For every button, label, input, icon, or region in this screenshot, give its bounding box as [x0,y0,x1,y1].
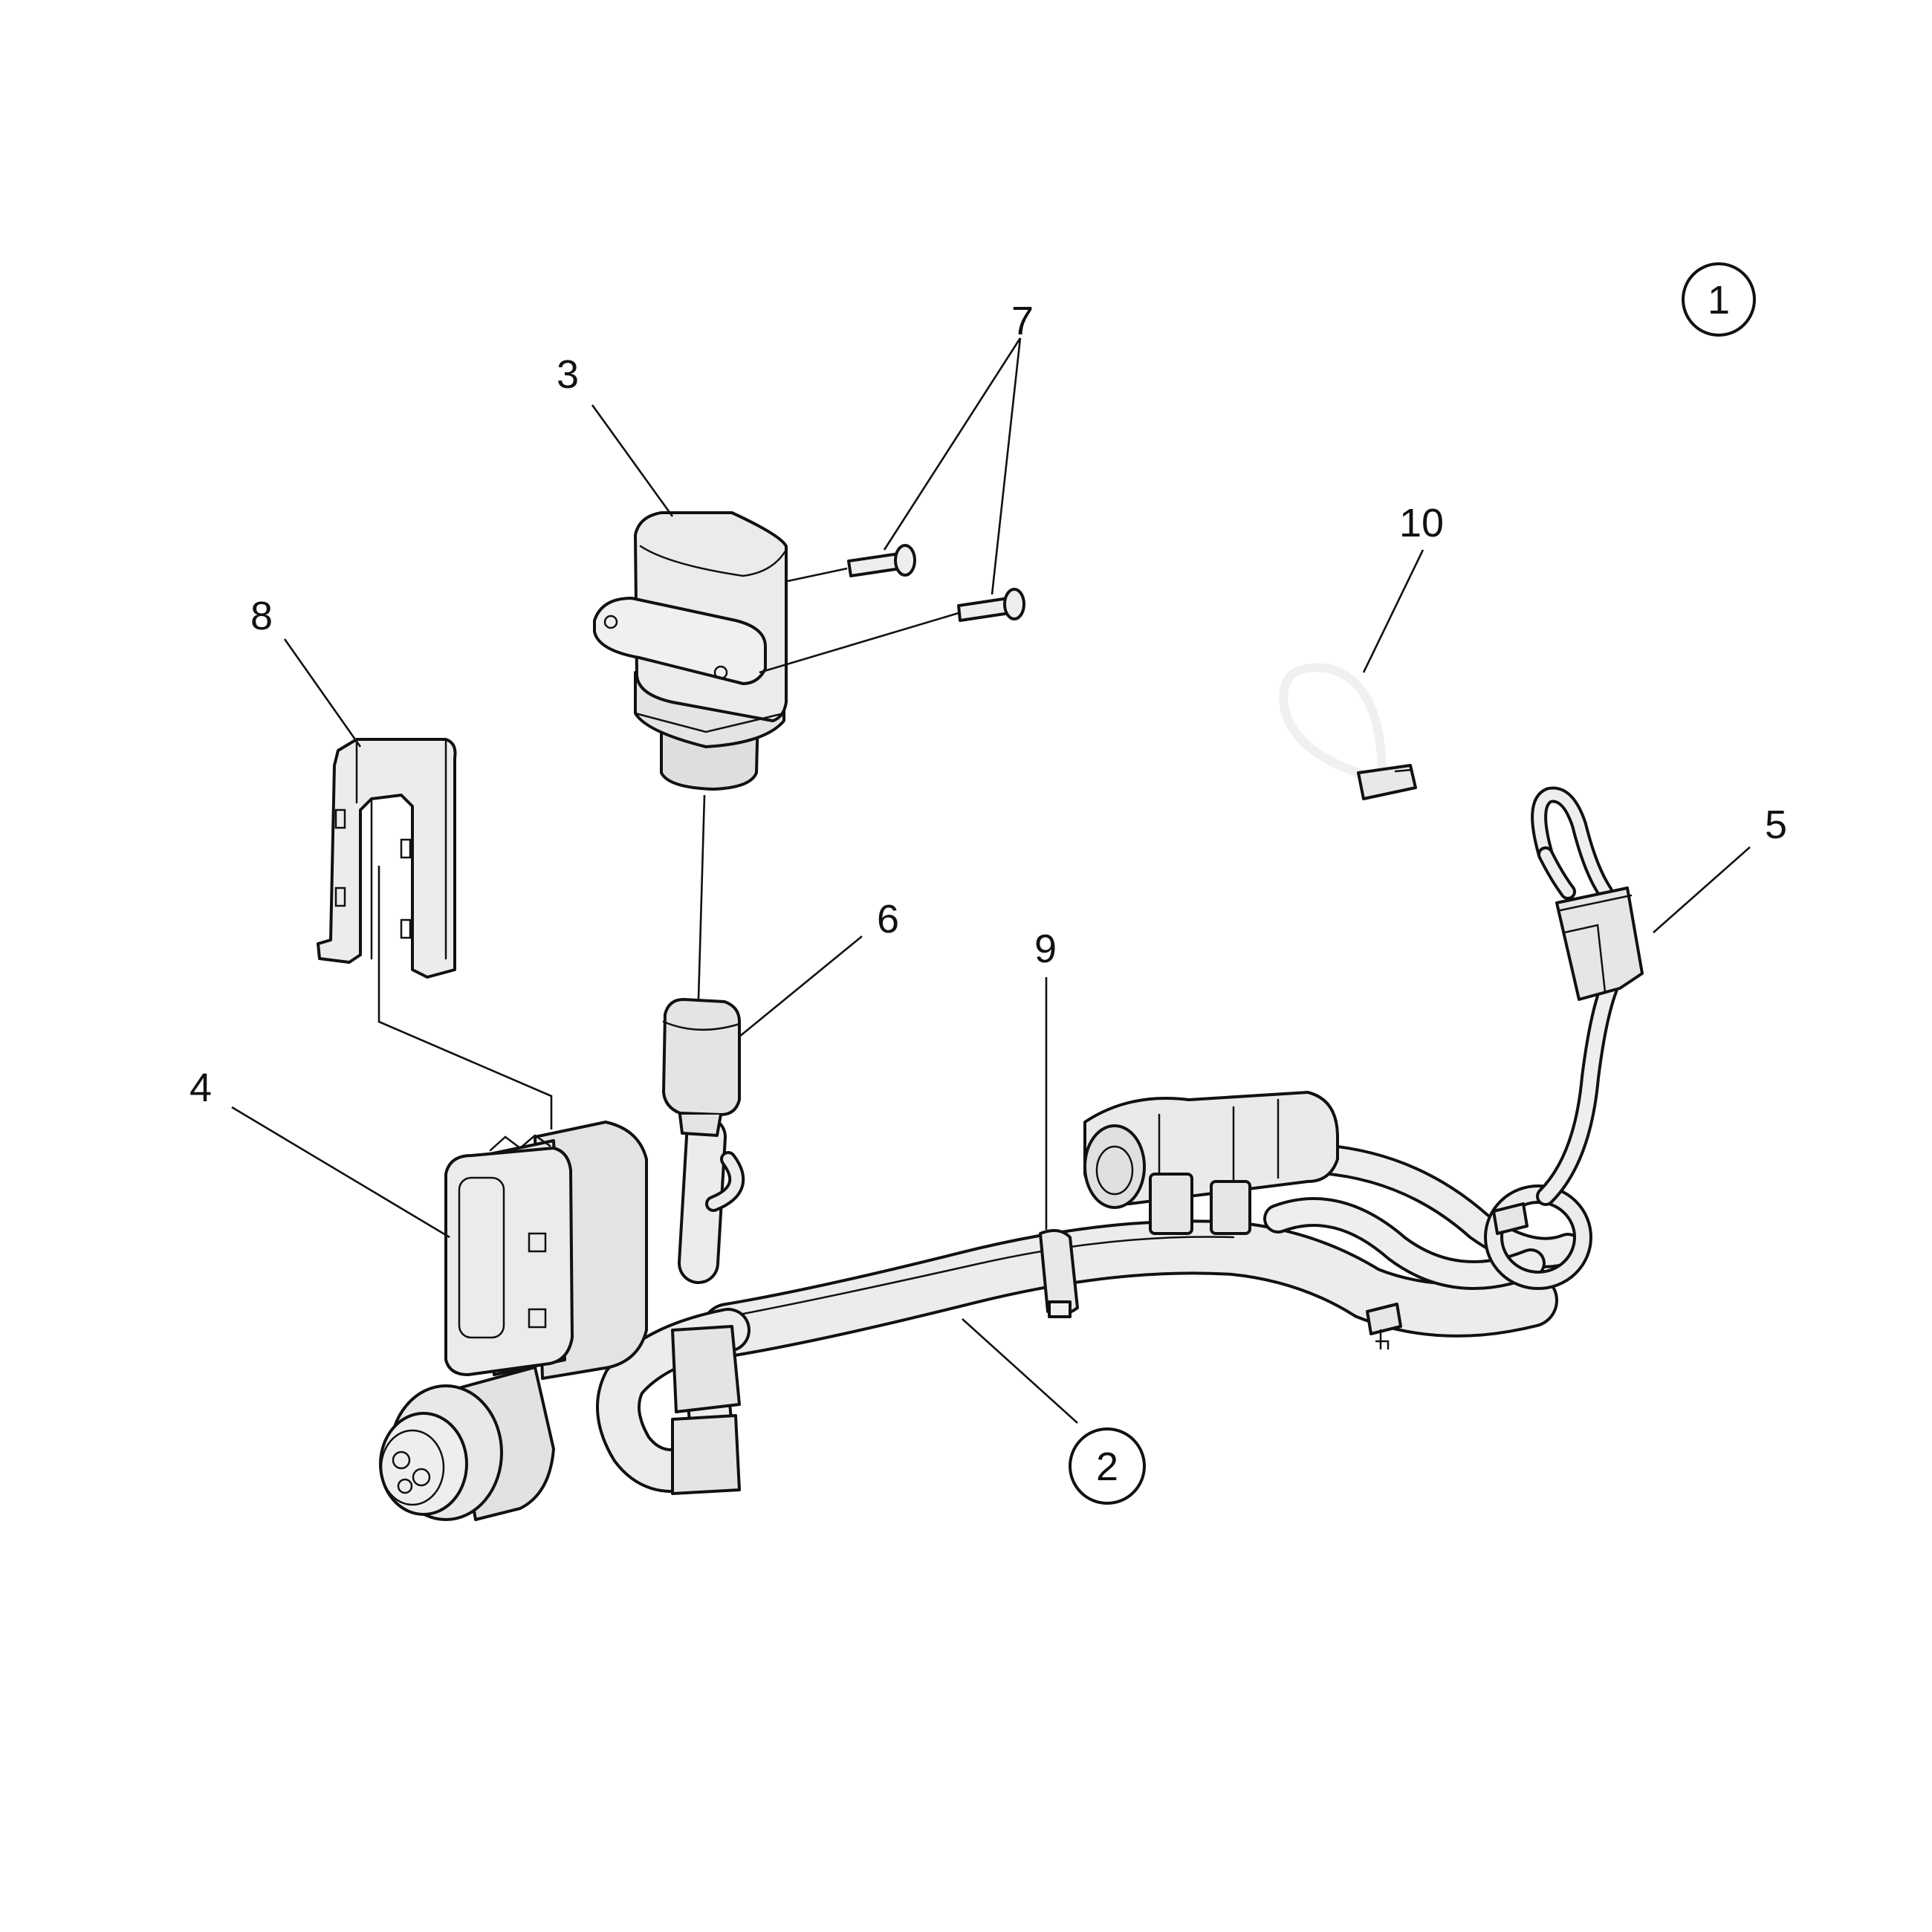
callout-6-label: 6 [877,897,899,941]
screws-part [847,544,1025,622]
callout-8-label: 8 [250,594,273,638]
cable-tie-part [1279,663,1417,800]
callout-7-label: 7 [1011,299,1034,343]
callout-2-harness: 2 [1069,1427,1146,1505]
callout-4-label: 4 [189,1066,212,1110]
inline-connector-part [662,998,741,1137]
callout-1-assembly: 1 [1682,262,1756,337]
end-connector-part [1531,786,1644,1001]
callout-2-label: 2 [1096,1445,1118,1489]
relay-part [593,511,788,791]
callout-5-label: 5 [1765,803,1787,847]
harness-part [596,979,1618,1495]
round-connector-part [379,1366,555,1521]
callout-3-label: 3 [557,352,579,397]
assembly-lines [377,794,706,1129]
leader-lines [231,337,1751,1424]
retainer-clip-part [317,738,457,979]
callout-10-label: 10 [1399,501,1444,545]
callout-9-label: 9 [1034,927,1057,971]
main-connector-part [444,1121,648,1380]
callout-1-label: 1 [1708,278,1730,322]
